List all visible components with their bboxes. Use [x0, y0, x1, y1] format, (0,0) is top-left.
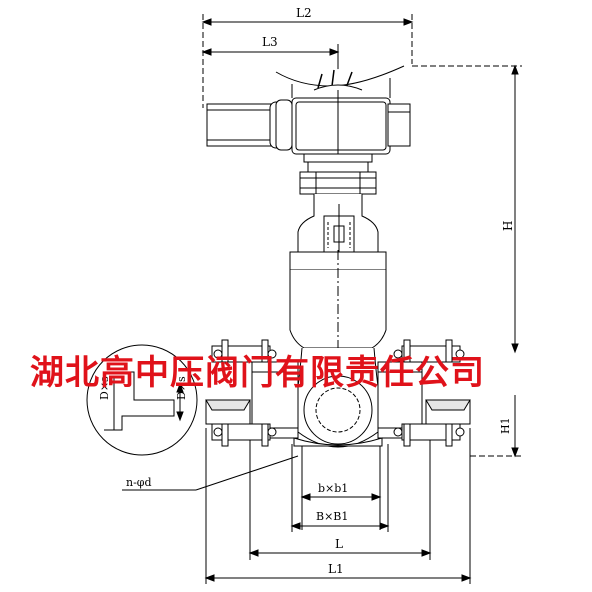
- label-dxs-right: D×s: [175, 376, 188, 400]
- company-watermark: 湖北高中压阀门有限责任公司: [30, 353, 485, 393]
- label-dxs-left: D×s: [98, 376, 111, 400]
- dimension-l1: [204, 428, 472, 584]
- detail-circle: [86, 344, 198, 456]
- dxs-marker: [176, 382, 184, 422]
- bonnet: [289, 250, 387, 350]
- left-flange: [205, 339, 277, 447]
- dimension-h: [412, 64, 522, 354]
- label-h1: H1: [499, 417, 512, 434]
- dimension-l: [248, 440, 432, 560]
- dimension-bxb1-outer: [290, 444, 390, 532]
- label-l1: L1: [328, 562, 344, 576]
- label-n-phi-d: n-φd: [126, 476, 152, 489]
- label-l2: L2: [296, 6, 312, 20]
- dimension-h1: [470, 395, 522, 458]
- right-flange: [393, 339, 471, 447]
- label-BxB1: B×B1: [316, 510, 348, 523]
- label-bxb1: b×b1: [318, 482, 348, 495]
- dimension-bxb1: [300, 446, 382, 530]
- label-l3: L3: [262, 35, 278, 49]
- leader-n-phi-d: [122, 455, 299, 491]
- label-h: H: [501, 221, 515, 231]
- electric-actuator: [206, 65, 411, 195]
- label-l: L: [335, 537, 343, 551]
- yoke: [297, 194, 379, 253]
- dimension-l2: [201, 14, 414, 108]
